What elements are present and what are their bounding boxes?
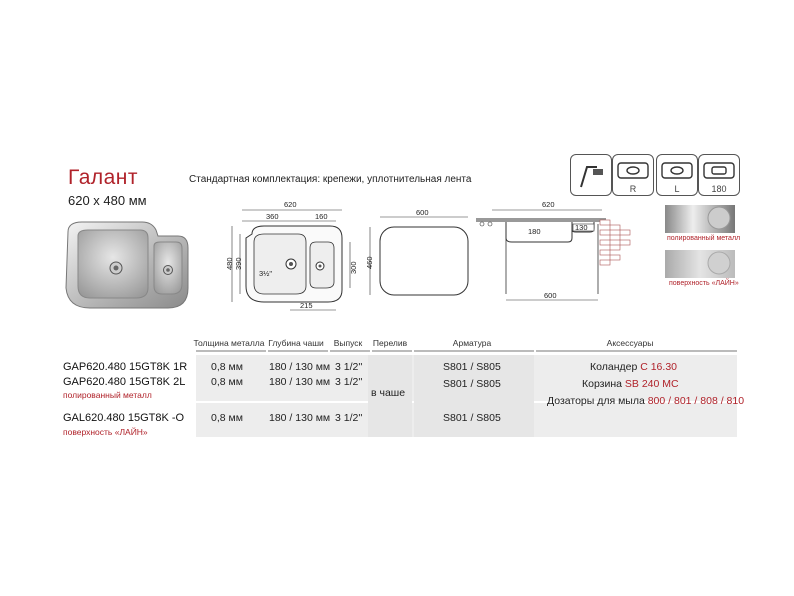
svg-text:300: 300: [349, 261, 358, 274]
svg-text:215: 215: [300, 301, 313, 310]
top-view-drawing: 620 360 160 3½" 480 390 300 215: [225, 200, 358, 311]
header-overflow: Перелив: [372, 338, 408, 348]
svg-text:600: 600: [416, 208, 429, 217]
svg-text:390: 390: [234, 257, 243, 270]
mount-icon: [570, 154, 612, 196]
sink-photo: [65, 221, 189, 309]
header-thickness: Толщина металла: [193, 338, 265, 348]
svg-text:600: 600: [544, 291, 557, 300]
row-3-outlet: 3 1/2'': [335, 412, 363, 424]
row-3-code: GAL620.480 15GT8K -O: [63, 412, 185, 424]
overflow-cell: [368, 355, 412, 437]
overflow-value: в чаше: [371, 387, 406, 399]
standard-kit: Стандартная комплектация: крепежи, уплот…: [189, 174, 472, 185]
svg-text:360: 360: [266, 212, 279, 221]
line-swatch: [665, 250, 735, 278]
row-3-depth: 180 / 130 мм: [269, 412, 331, 424]
cutout-drawing: 600 460: [365, 208, 469, 296]
product-size: 620 x 480 мм: [68, 193, 147, 208]
svg-text:460: 460: [365, 256, 374, 269]
row-2-thickness: 0,8 мм: [211, 376, 243, 388]
svg-text:480: 480: [225, 257, 234, 270]
row-2-outlet: 3 1/2'': [335, 376, 363, 388]
fittings-column: [414, 355, 534, 437]
polished-label: полированный металл: [667, 235, 741, 242]
row-1-outlet: 3 1/2'': [335, 361, 363, 373]
header-depth: Глубина чаши: [268, 338, 324, 348]
accessory-basket: Корзина SB 240 MC: [582, 378, 679, 390]
row-2-finish: полированный металл: [63, 390, 152, 400]
row-2-code: GAP620.480 15GT8K 2L: [63, 376, 186, 388]
svg-text:130: 130: [575, 223, 588, 232]
row-3-finish: поверхность «ЛАЙН»: [63, 427, 148, 437]
line-label: поверхность «ЛАЙН»: [669, 280, 739, 287]
row-2-fittings: S801 / S805: [443, 378, 501, 390]
polished-swatch: [665, 205, 735, 233]
bowl-left-icon: L: [656, 154, 698, 196]
row-1-thickness: 0,8 мм: [211, 361, 243, 373]
row-1-fittings: S801 / S805: [443, 361, 501, 373]
row-2-depth: 180 / 130 мм: [269, 376, 331, 388]
header-outlet: Выпуск: [333, 338, 363, 348]
svg-text:620: 620: [284, 200, 297, 209]
product-title: Галант: [68, 166, 139, 189]
row-3-thickness: 0,8 мм: [211, 412, 243, 424]
header-fittings: Арматура: [452, 338, 492, 348]
svg-text:160: 160: [315, 212, 328, 221]
accessory-colander: Коландер C 16.30: [590, 361, 677, 373]
accessory-dispensers: Дозаторы для мыла 800 / 801 / 808 / 810: [547, 395, 745, 407]
bowl-180-icon: 180: [698, 154, 740, 196]
header-dividers: [196, 350, 737, 352]
svg-text:180: 180: [528, 227, 541, 236]
section-drawing: 620 180 130 600: [476, 200, 631, 301]
row-3-fittings: S801 / S805: [443, 412, 501, 424]
row-1-code: GAP620.480 15GT8K 1R: [63, 361, 188, 373]
svg-text:3½": 3½": [259, 269, 272, 278]
header-accessories: Аксессуары: [606, 338, 654, 348]
row-1-depth: 180 / 130 мм: [269, 361, 331, 373]
svg-text:620: 620: [542, 200, 555, 209]
bowl-right-icon: R: [612, 154, 654, 196]
